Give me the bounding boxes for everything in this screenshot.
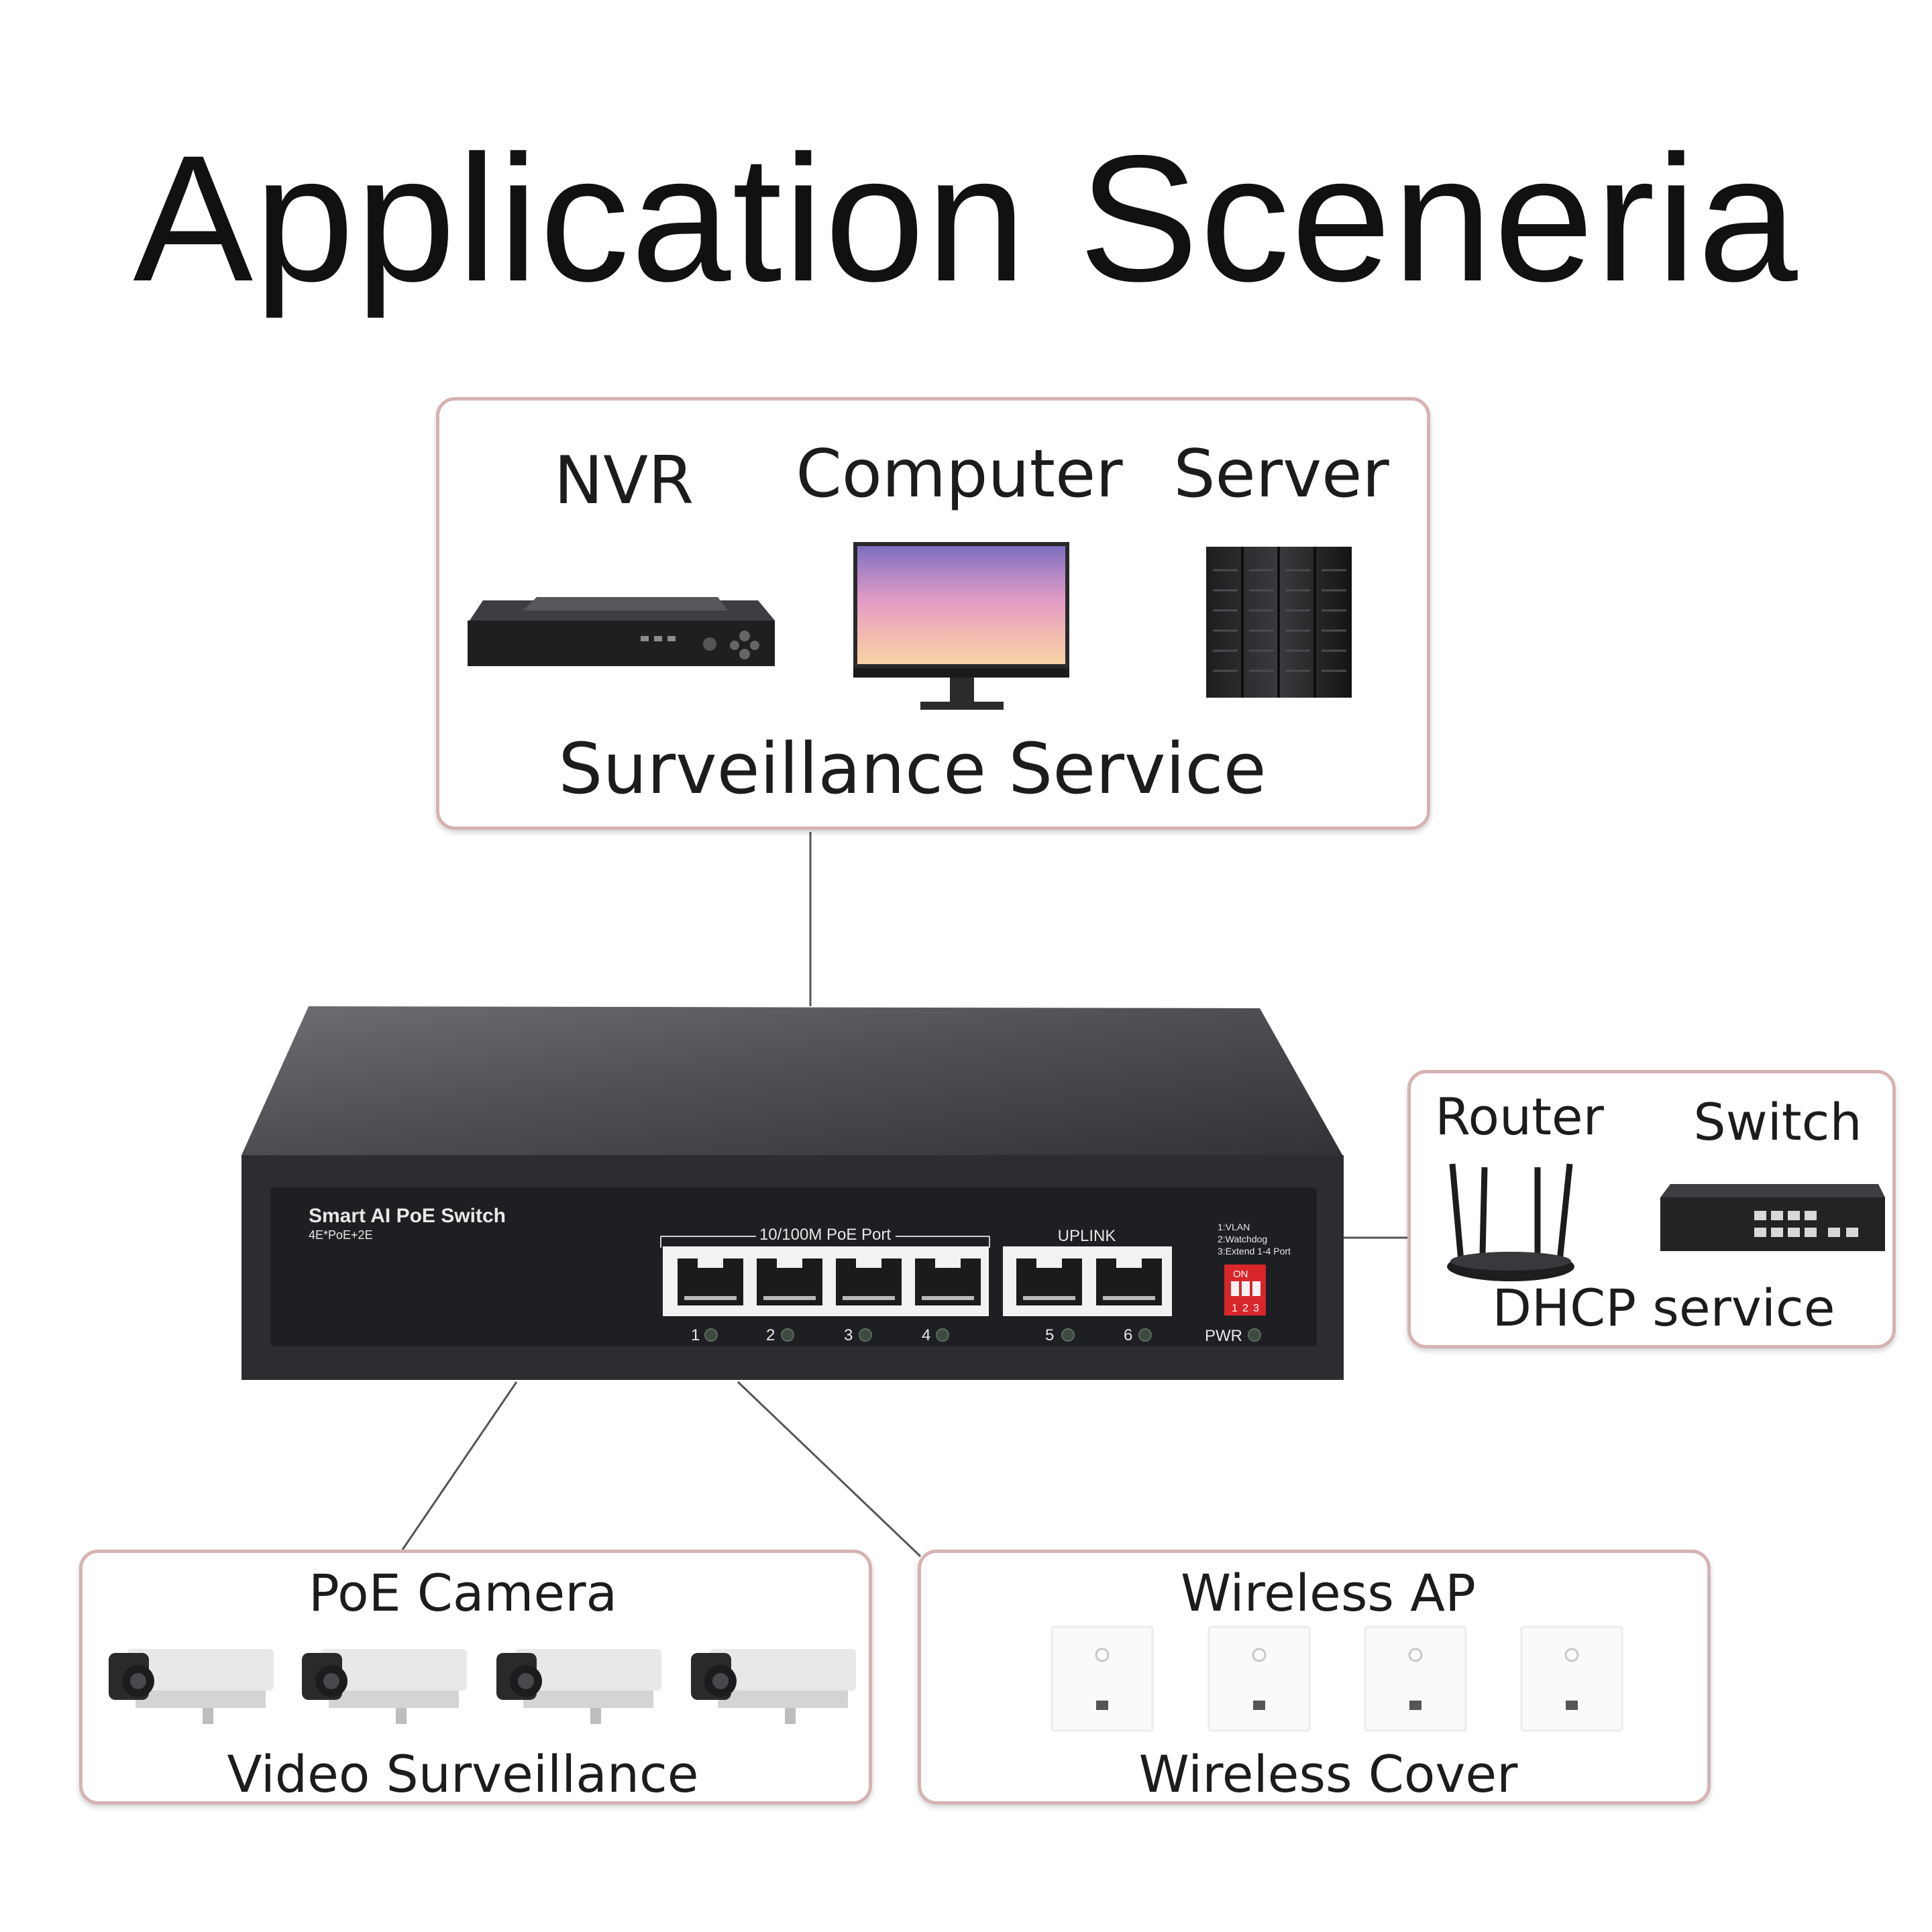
router-label: Router bbox=[1435, 1087, 1604, 1146]
dip-legend-3: 3:Extend 1-4 Port bbox=[1218, 1246, 1291, 1256]
computer-label: Computer bbox=[796, 436, 1123, 513]
wireless-ap-heading: Wireless AP bbox=[1181, 1563, 1476, 1623]
network-switch-icon bbox=[1660, 1184, 1885, 1251]
poe-port-3 bbox=[829, 1252, 908, 1312]
wireless-cover-caption: Wireless Cover bbox=[1138, 1744, 1518, 1804]
switch-label: Switch bbox=[1693, 1092, 1862, 1152]
nvr-label: NVR bbox=[553, 443, 694, 519]
poe-port-4 bbox=[908, 1252, 987, 1312]
poe-port-2 bbox=[750, 1252, 829, 1312]
dhcp-service-caption: DHCP service bbox=[1492, 1278, 1835, 1338]
power-label: PWR bbox=[1205, 1327, 1242, 1345]
dip-number-3: 3 bbox=[1253, 1303, 1259, 1314]
port-number-5: 5 bbox=[1045, 1326, 1054, 1344]
uplink-port-5 bbox=[1010, 1252, 1089, 1312]
port-number-6: 6 bbox=[1124, 1326, 1132, 1344]
surveillance-service-caption: Surveillance Service bbox=[558, 728, 1267, 810]
uplink-group-label: UPLINK bbox=[1058, 1227, 1116, 1245]
dip-legend-2: 2:Watchdog bbox=[1218, 1234, 1267, 1244]
poe-camera-heading: PoE Camera bbox=[308, 1563, 618, 1623]
port-number-1: 1 bbox=[691, 1326, 700, 1344]
video-surveillance-caption: Video Surveillance bbox=[227, 1744, 699, 1804]
port-leds bbox=[704, 1328, 1261, 1342]
page-title: Application Sceneria bbox=[133, 117, 1799, 319]
poe-port-1 bbox=[671, 1252, 750, 1312]
dip-on-label: ON bbox=[1233, 1269, 1248, 1280]
port-number-3: 3 bbox=[844, 1326, 853, 1344]
router-icon bbox=[1447, 1163, 1574, 1281]
computer-monitor-icon bbox=[853, 542, 1069, 710]
poe-port-group-label: 10/100M PoE Port bbox=[759, 1226, 891, 1244]
server-rack-icon bbox=[1206, 547, 1352, 698]
uplink-port-6 bbox=[1089, 1252, 1169, 1312]
nvr-icon bbox=[468, 597, 775, 666]
switch-model: 4E*PoE+2E bbox=[309, 1228, 373, 1242]
port-number-4: 4 bbox=[922, 1326, 930, 1344]
dip-number-2: 2 bbox=[1242, 1303, 1248, 1314]
dip-number-1: 1 bbox=[1232, 1303, 1238, 1314]
switch-name: Smart AI PoE Switch bbox=[309, 1205, 506, 1227]
port-number-2: 2 bbox=[766, 1326, 775, 1344]
dip-legend-1: 1:VLAN bbox=[1218, 1222, 1250, 1232]
server-label: Server bbox=[1173, 436, 1389, 513]
